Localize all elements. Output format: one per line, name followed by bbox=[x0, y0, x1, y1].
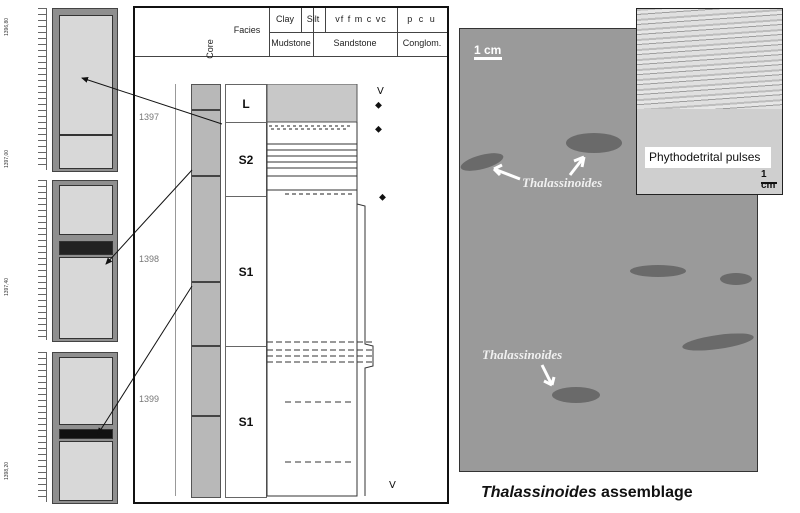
svg-text:⬥: ⬥ bbox=[375, 124, 382, 135]
core-column bbox=[191, 84, 221, 498]
header-conglom-grades: p c u bbox=[407, 14, 437, 24]
svg-text:⬥: ⬥ bbox=[379, 192, 386, 203]
scale-bar-label: 1 cm bbox=[474, 43, 502, 57]
figure-caption: Thalassinoides assemblage bbox=[481, 484, 693, 502]
depth-label: 1398 bbox=[139, 254, 160, 264]
depth-scale bbox=[38, 352, 47, 502]
inset-photo: Phythodetrital pulses 1 cm bbox=[636, 8, 783, 195]
inset-scale-bar bbox=[761, 182, 777, 184]
sedimentary-log: Core Facies Clay Silt vf f m c vc p c u … bbox=[133, 6, 449, 504]
depth-label: 1399 bbox=[139, 394, 160, 404]
inset-scale-label: 1 cm bbox=[761, 169, 776, 191]
facies-S1: S1 bbox=[225, 346, 267, 498]
burrow-label: Thalassinoides bbox=[522, 175, 603, 190]
header-sandstone: Sandstone bbox=[333, 38, 377, 48]
svg-text:V: V bbox=[389, 480, 396, 491]
header-sand-grades: vf f m c vc bbox=[335, 14, 387, 24]
photo-arrows bbox=[492, 155, 586, 387]
header-mudstone: Mudstone bbox=[271, 38, 311, 48]
header-silt: Silt bbox=[306, 14, 320, 24]
core-photo-2 bbox=[52, 180, 118, 342]
inset-label: Phythodetrital pulses bbox=[645, 147, 771, 168]
burrow bbox=[566, 133, 622, 153]
facies-S2: S2 bbox=[225, 122, 267, 198]
depth-scale bbox=[38, 180, 47, 340]
header-conglom: Conglom. bbox=[402, 38, 442, 48]
svg-text:V: V bbox=[377, 86, 384, 97]
correlation-arrows bbox=[81, 77, 223, 435]
burrow bbox=[720, 273, 752, 285]
lithology-profile: ⬥ ⬥ ⬥ V V bbox=[266, 84, 396, 497]
header-clay: Clay bbox=[275, 14, 294, 24]
core-photo-3 bbox=[52, 352, 118, 504]
depth-scale bbox=[38, 8, 47, 170]
scale-bar bbox=[474, 57, 502, 60]
depth-label: 1397 bbox=[139, 112, 160, 122]
caption-rest: assemblage bbox=[596, 484, 693, 501]
header-facies: Facies bbox=[233, 25, 261, 35]
burrow bbox=[630, 265, 686, 277]
svg-text:⬥: ⬥ bbox=[375, 100, 382, 111]
core-photo-1 bbox=[52, 8, 118, 172]
facies-L: L bbox=[225, 84, 267, 124]
burrow-label: Thalassinoides bbox=[482, 347, 563, 362]
burrow bbox=[552, 387, 600, 403]
caption-italic: Thalassinoides bbox=[481, 484, 597, 501]
